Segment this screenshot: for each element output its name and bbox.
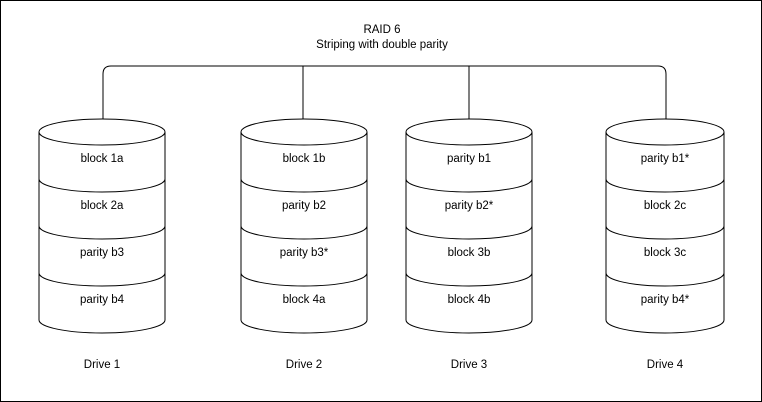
drive-caption-4: Drive 4 [606, 359, 724, 372]
drive-bus-connector [103, 66, 666, 132]
drive-4-block-2: block 2c [606, 200, 724, 213]
drive-1-block-3: parity b3 [39, 247, 165, 260]
bus-rail [103, 66, 666, 132]
drive-3-top [406, 119, 532, 145]
drive-4-block-1: parity b1* [606, 153, 724, 166]
drive-2-top [241, 119, 367, 145]
drive-4-top [606, 119, 724, 145]
drive-3-block-3: block 3b [406, 247, 532, 260]
drive-caption-3: Drive 3 [406, 359, 532, 372]
drive-3-block-1: parity b1 [406, 153, 532, 166]
drive-3-block-4: block 4b [406, 294, 532, 307]
drive-1-block-4: parity b4 [39, 294, 165, 307]
drive-caption-1: Drive 1 [39, 359, 165, 372]
drive-1-block-2: block 2a [39, 200, 165, 213]
drive-1-block-1: block 1a [39, 153, 165, 166]
drive-4-block-3: block 3c [606, 247, 724, 260]
drive-4-block-4: parity b4* [606, 294, 724, 307]
drive-caption-2: Drive 2 [241, 359, 367, 372]
drive-2-block-1: block 1b [241, 153, 367, 166]
drive-2-block-4: block 4a [241, 294, 367, 307]
drive-2-block-2: parity b2 [241, 200, 367, 213]
drive-2-block-3: parity b3* [241, 247, 367, 260]
drive-1-top [39, 119, 165, 145]
drive-3-block-2: parity b2* [406, 200, 532, 213]
